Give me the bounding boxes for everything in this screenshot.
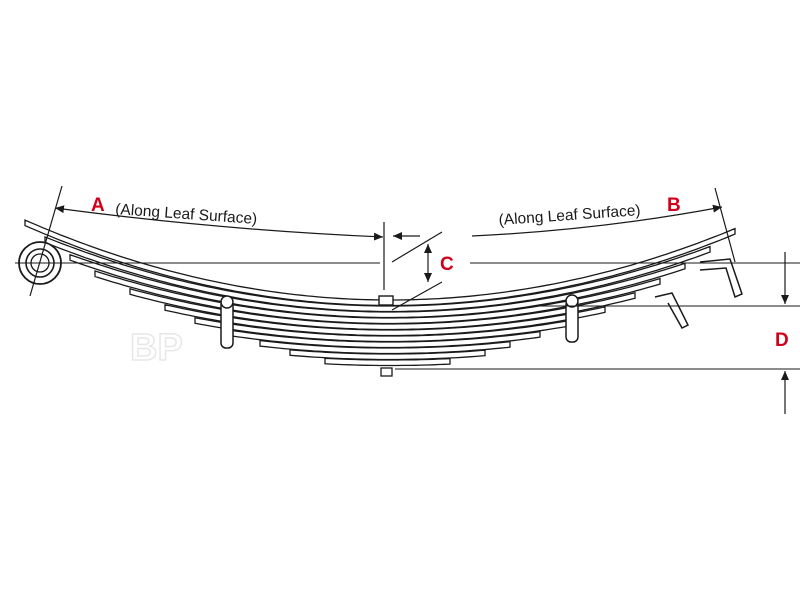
leaf-11 — [324, 357, 451, 367]
dimension-b-note: (Along Leaf Surface) — [498, 202, 641, 229]
rebound-clip-left — [220, 295, 234, 349]
dimension-a — [29, 185, 385, 297]
leaf-6 — [164, 303, 606, 337]
dimension-b — [393, 187, 736, 263]
watermark-logo: BP — [130, 327, 183, 369]
dimension-d-letter: D — [775, 330, 789, 351]
right-end-clip — [654, 258, 743, 329]
leaf-1 — [24, 219, 736, 307]
rebound-clip-right — [565, 294, 579, 343]
dimension-a-note: (Along Leaf Surface) — [115, 201, 258, 228]
dimension-c-letter: C — [440, 254, 454, 275]
leaf-2 — [44, 236, 711, 313]
leaf-5 — [129, 287, 636, 331]
dimension-a-letter: A — [91, 195, 105, 216]
dimension-b-letter: B — [667, 195, 681, 216]
leaf-4 — [94, 270, 661, 325]
reference-lines — [15, 262, 800, 370]
center-bolt — [378, 295, 394, 377]
dimension-c — [391, 231, 443, 311]
